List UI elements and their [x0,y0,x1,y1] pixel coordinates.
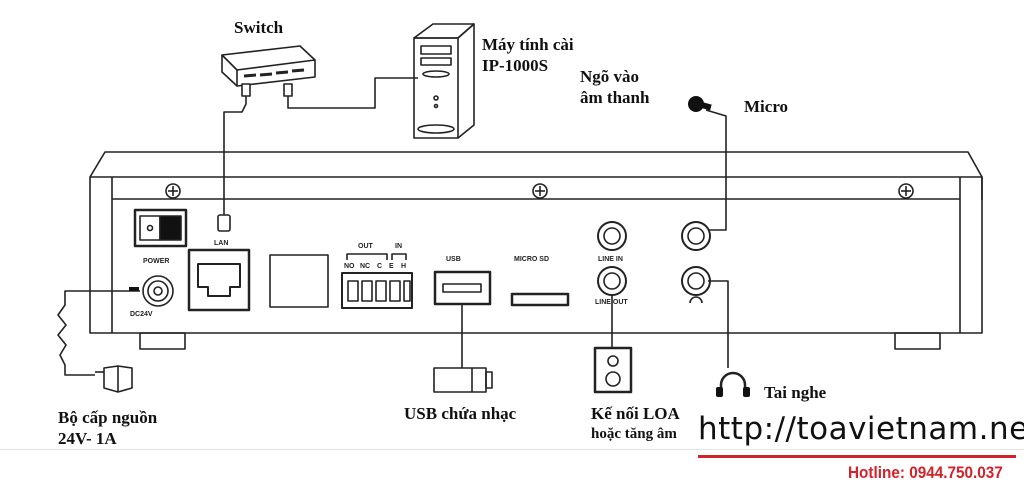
lan-cable-to-computer [287,77,418,109]
speaker [593,346,633,394]
panel-no-text: NO [344,263,355,270]
website-url: http://toavietnam.net [698,411,1024,447]
terminal-block [341,253,413,309]
device-foot-left [139,332,186,350]
panel-nc-text: NC [360,263,371,270]
microsd-slot [510,292,570,307]
panel-line-in-text: LINE IN [598,256,623,263]
screw-left [165,183,181,199]
panel-c-text: C [377,263,383,270]
power-adapter [95,365,133,393]
headphone-small-icon [689,296,703,304]
panel-out-text: OUT [358,243,373,250]
panel-power-text: POWER [143,258,170,265]
audio-in-label-line2: âm thanh [580,88,650,107]
panel-line-out-text: LINE OUT [595,299,628,306]
device-foot-right [894,332,941,350]
power-cable [57,290,140,376]
headphone-jack [681,266,711,296]
computer-label-line1: Máy tính cài [482,35,574,54]
headphone-cable [708,280,729,368]
screw-right [898,183,914,199]
line-in-jack [597,221,627,251]
footer-divider [0,449,1024,450]
dc-jack [142,275,174,307]
url-underline [698,455,1016,458]
hotline-text: Hotline: 0944.750.037 [848,463,1003,482]
panel-microsd-text: MICRO SD [514,256,549,263]
lan-port [187,248,251,312]
usb-label: USB chứa nhạc [404,404,517,423]
micro-cable [705,109,727,231]
panel-dc-text: DC24V [130,311,153,318]
line-out-jack [597,266,627,296]
micro-label: Micro [744,97,789,116]
audio-in-label-line1: Ngõ vào [580,67,640,86]
switch-label: Switch [234,18,284,37]
panel-h-text: H [401,263,407,270]
lan-cable-to-panel [223,96,247,215]
computer-tower [413,23,475,139]
mic-jack [681,221,711,251]
speaker-label-line1: Kế nối LOA [591,404,680,423]
power-supply-label-line2: 24V- 1A [58,429,117,448]
headphone-label: Tai nghe [764,383,827,402]
power-supply-label-line1: Bộ cấp nguồn [58,408,158,427]
speaker-label-line2: hoặc tăng âm [591,426,677,442]
screw-middle [532,183,548,199]
network-switch [221,45,316,87]
computer-label-line2: IP-1000S [482,56,549,75]
panel-usb-text: USB [446,256,461,263]
microphone-icon [688,96,704,112]
usb-drive [433,367,493,393]
panel-lan-text: LAN [214,240,229,247]
blank-panel [269,254,329,308]
device-body [89,176,983,334]
panel-e-text: E [389,263,394,270]
panel-in-text: IN [395,243,402,250]
power-switch [133,208,188,248]
headphone-icon [719,371,747,393]
